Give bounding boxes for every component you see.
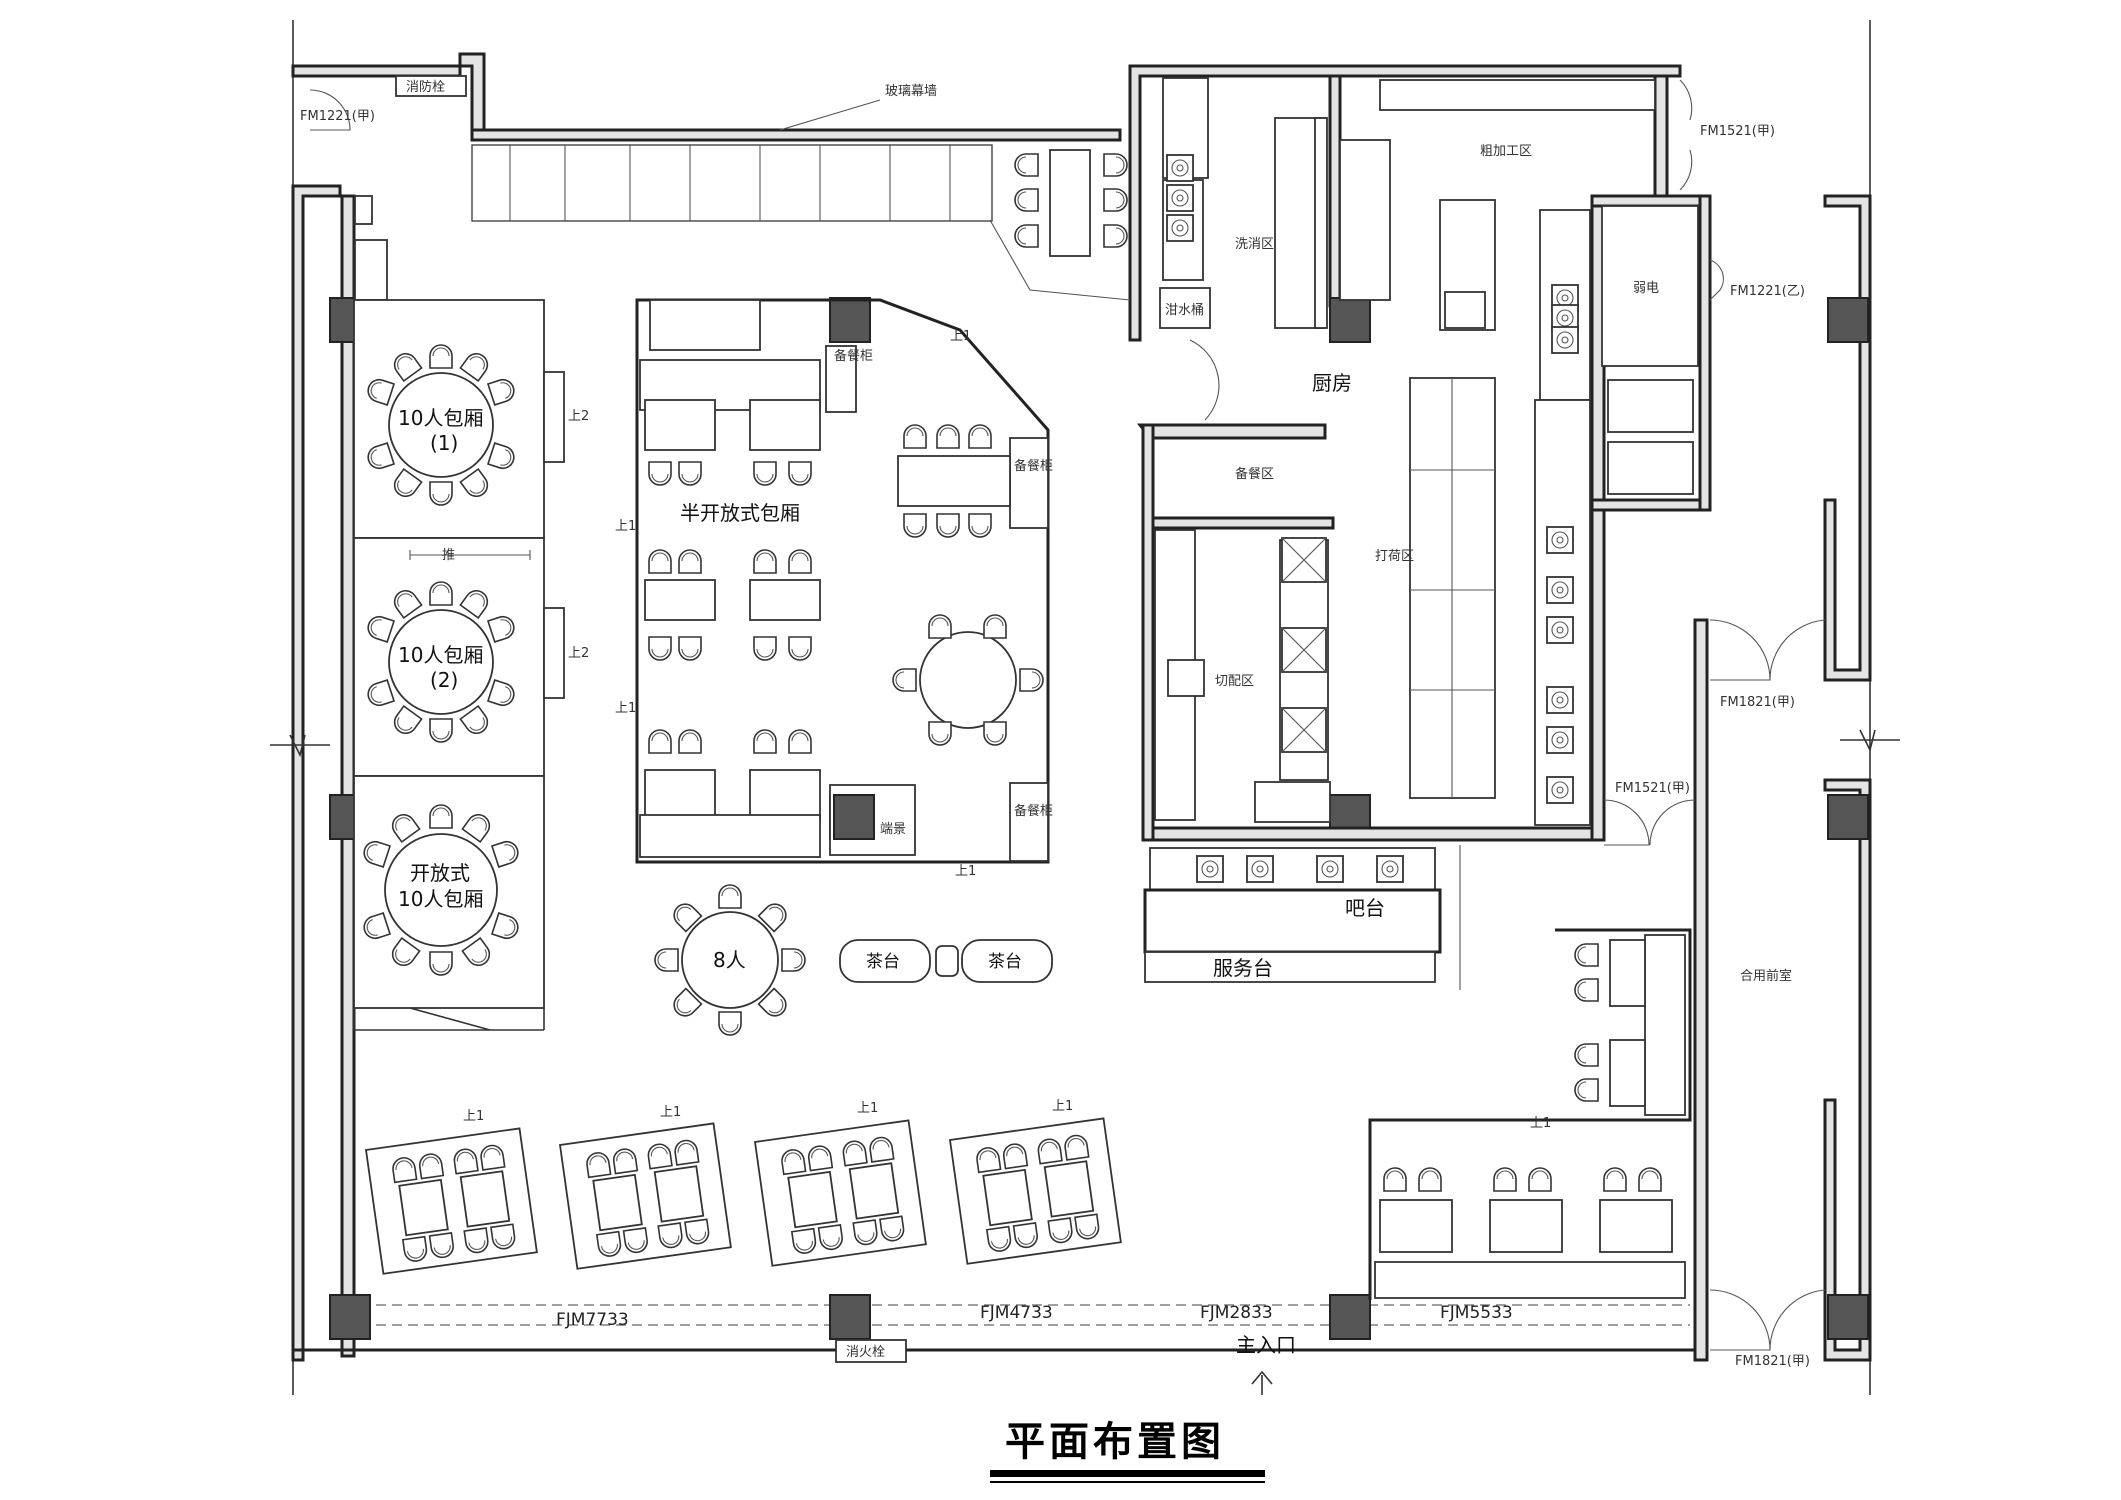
door-code-fm1821-a-mid: FM1821(甲) [1720, 695, 1795, 710]
door-code-fm1221-b: FM1221(乙) [1730, 284, 1805, 299]
bar-label: 吧台 [1345, 896, 1385, 920]
step-up-1-b: 上1 [615, 701, 636, 716]
room-2-label: 10人包厢 [398, 643, 483, 667]
step-up-1-booth-3: 上1 [857, 1101, 878, 1116]
open-room-label-line1: 开放式 [410, 861, 470, 885]
round-table-room-1 [364, 344, 518, 506]
side-cabinet-1-label: 备餐柜 [834, 348, 873, 364]
fire-hydrant-bottom-label: 消火栓 [846, 1345, 885, 1360]
main-entrance-label: 主入口 [1236, 1333, 1296, 1357]
cutting-area-label: 切配区 [1215, 674, 1254, 689]
door-code-fjm7733: FJM7733 [556, 1310, 629, 1330]
room-2-number: (2) [430, 668, 458, 692]
tea-table-1 [839, 939, 931, 983]
fire-hydrant-bottom [835, 1339, 907, 1363]
open-room-label-line2: 10人包厢 [398, 887, 483, 911]
packing-area-label: 打荷区 [1375, 549, 1414, 564]
door-code-fm1221-a: FM1221(甲) [300, 109, 375, 124]
kitchen-layout [1136, 77, 1712, 990]
title-underline [990, 1470, 1265, 1477]
window-booths [471, 99, 1131, 301]
shared-lobby-label: 合用前室 [1740, 968, 1792, 984]
swill-bucket-label: 泔水桶 [1165, 303, 1204, 318]
angled-booths [366, 1118, 1121, 1273]
step-up-2-room-2: 上2 [568, 646, 589, 661]
service-counter-label: 服务台 [1213, 956, 1273, 980]
side-cabinet-2-label: 备餐柜 [1014, 458, 1053, 474]
side-cabinet-3-label: 备餐柜 [1014, 803, 1053, 819]
round-table-8 [654, 884, 806, 1036]
tea-table-1-label: 茶台 [866, 952, 900, 972]
step-up-1-booth-1: 上1 [463, 1109, 484, 1124]
drawing-title: 平面布置图 [1005, 1419, 1225, 1465]
step-up-1-booth-2: 上1 [660, 1105, 681, 1120]
washing-area-label: 洗消区 [1235, 237, 1274, 252]
round-table-open-room [360, 804, 522, 976]
doors [1189, 79, 1826, 1351]
door-code-fm1521-a-top: FM1521(甲) [1700, 124, 1775, 139]
door-code-fm1821-a-bottom: FM1821(甲) [1735, 1354, 1810, 1369]
push-label: 推 [442, 548, 455, 563]
door-code-fm1521-a-mid: FM1521(甲) [1615, 781, 1690, 796]
rough-processing-label: 粗加工区 [1480, 144, 1532, 159]
step-up-2-room-1: 上2 [568, 409, 589, 424]
step-up-1-c: 上1 [950, 329, 971, 344]
semi-open-room [635, 298, 1050, 864]
fire-hydrant-top-label: 消防栓 [406, 79, 445, 95]
display-label: 端景 [880, 822, 906, 837]
step-up-1-right: 上1 [1530, 1116, 1551, 1131]
tea-table-2-label: 茶台 [988, 952, 1022, 972]
step-up-1-a: 上1 [615, 519, 636, 534]
low-voltage-label: 弱电 [1633, 281, 1659, 296]
up-arrow-icon [1251, 1370, 1273, 1395]
door-code-fjm4733: FJM4733 [980, 1303, 1053, 1323]
kitchen-label: 厨房 [1312, 371, 1352, 395]
outer-walls [270, 20, 1900, 1395]
prep-area-label: 备餐区 [1235, 466, 1274, 482]
room-1-label: 10人包厢 [398, 406, 483, 430]
door-fm1221-swing[interactable] [309, 89, 351, 131]
step-up-1-booth-4: 上1 [1052, 1099, 1073, 1114]
glass-curtain-wall-label: 玻璃幕墙 [885, 84, 937, 99]
semi-open-room-label: 半开放式包厢 [680, 501, 800, 525]
room-1-number: (1) [430, 431, 458, 455]
tea-table-2 [961, 939, 1053, 983]
door-code-fjm2833: FJM2833 [1200, 1303, 1273, 1323]
step-up-1-d: 上1 [955, 864, 976, 879]
fire-hydrant-top [395, 75, 467, 97]
door-code-fjm5533: FJM5533 [1440, 1303, 1513, 1323]
table-8-label: 8人 [713, 948, 746, 972]
right-booths [1368, 928, 1692, 1300]
round-table-room-2 [364, 581, 518, 743]
